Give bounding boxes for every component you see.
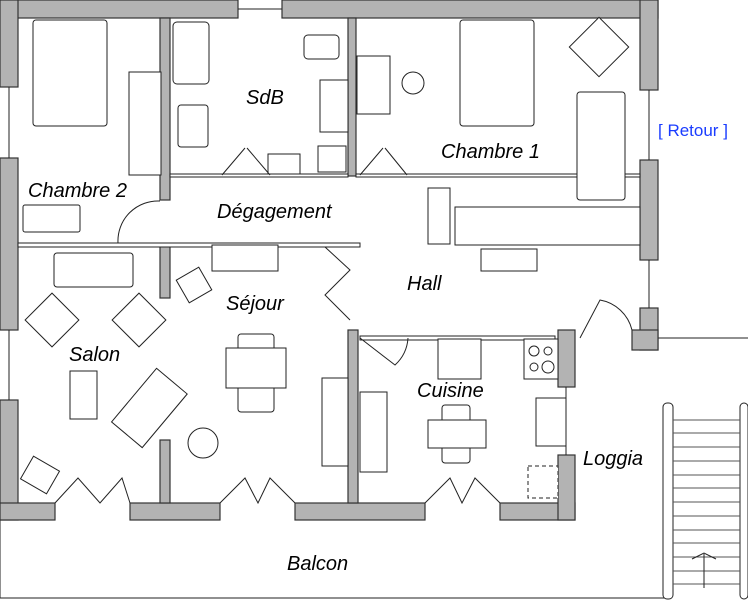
pouf <box>175 266 213 304</box>
toilet <box>177 104 209 148</box>
room-label-hall: Hall <box>407 273 442 295</box>
chair <box>401 71 425 95</box>
room-label-balcon: Balcon <box>287 553 349 575</box>
armchair-salon-1 <box>24 292 80 348</box>
wardrobe-chambre2 <box>128 71 162 176</box>
washing-machine <box>317 145 347 173</box>
double-sink <box>319 79 349 133</box>
cooktop <box>523 338 559 380</box>
cabinet-hall <box>480 248 538 272</box>
bed-chambre2 <box>32 19 108 127</box>
dining-table <box>225 347 287 389</box>
sideboard <box>211 244 279 272</box>
washbasin <box>303 34 340 60</box>
stairs-arrow-icon <box>691 552 717 588</box>
plant <box>187 427 219 459</box>
sofa-salon <box>53 252 134 288</box>
shelf-hall <box>427 187 451 245</box>
walls <box>0 0 659 521</box>
bookshelf-2 <box>359 391 388 473</box>
sink <box>535 397 567 447</box>
room-label-cuisine: Cuisine <box>417 380 484 402</box>
retour-link[interactable]: [ Retour ] <box>658 121 728 140</box>
room-label-sdb: SdB <box>246 87 284 109</box>
balcony-outline <box>0 337 748 599</box>
staircase <box>662 402 748 600</box>
sofa-chambre2 <box>22 204 81 233</box>
room-label-chambre2: Chambre 2 <box>28 180 127 202</box>
bookshelf <box>321 377 349 467</box>
room-label-loggia: Loggia <box>583 448 644 470</box>
doors <box>54 147 633 505</box>
tv <box>19 455 61 495</box>
armchair-chambre1 <box>568 16 630 78</box>
desk <box>356 55 391 115</box>
bed2-chambre1 <box>576 91 626 201</box>
fridge <box>437 338 482 380</box>
coffee-table <box>69 370 98 420</box>
cabinet <box>267 153 301 175</box>
boiler <box>527 465 559 499</box>
bed-chambre1 <box>459 19 535 127</box>
kitchen-table <box>427 419 487 449</box>
room-label-degagement: Dégagement <box>217 201 332 223</box>
lounge-chair <box>110 367 188 449</box>
room-label-chambre1: Chambre 1 <box>441 141 540 163</box>
furniture <box>19 16 630 499</box>
room-label-sejour: Séjour <box>226 293 284 315</box>
bathtub <box>172 21 210 85</box>
armchair-salon-2 <box>111 292 167 348</box>
room-label-salon: Salon <box>69 344 121 366</box>
